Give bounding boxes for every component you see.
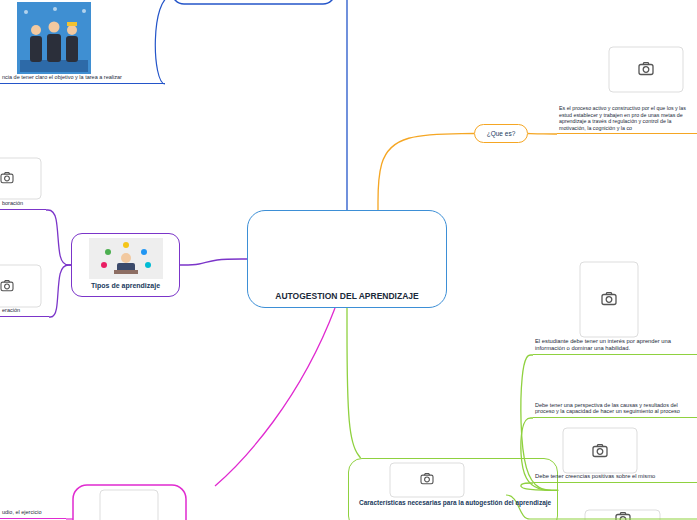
leaf-note: Debe tener una perspectiva de las causas…: [533, 402, 697, 418]
camera-icon: [1, 172, 13, 182]
leaf-note: udio, el ejercicio: [0, 509, 66, 519]
topic-label: Tipos de aprendizaje: [91, 282, 160, 291]
topic-box: Tipos de aprendizaje: [71, 233, 180, 297]
branch-connector: [46, 210, 71, 265]
branch-connector: [521, 355, 558, 490]
topic-box: [172, 0, 335, 4]
leaf-note: ncia de tener claro el objetivo y la tar…: [0, 74, 165, 84]
branch-connector: [521, 418, 558, 490]
image-placeholder: [390, 463, 464, 497]
camera-icon: [639, 63, 653, 75]
topic-label: AUTOGESTION DEL APRENDIZAJE: [275, 291, 418, 301]
image-placeholder: [563, 428, 637, 473]
leaf-note: El estudiante debe tener un interés por …: [533, 338, 697, 355]
branch-line: [215, 308, 335, 486]
branch-connector: [180, 259, 247, 265]
image-placeholder: [580, 262, 638, 337]
image-placeholder: [100, 490, 158, 520]
camera-icon: [593, 445, 607, 457]
image-placeholder: [609, 47, 683, 92]
branch-line: [155, 0, 172, 84]
branch-line: [346, 0, 347, 210]
note-text: ncia de tener claro el objetivo y la tar…: [2, 74, 161, 81]
topic-label: Características necesarias para la autog…: [359, 499, 551, 507]
camera-icon: [602, 293, 616, 305]
branch-line: [506, 495, 697, 519]
learning-illustration: [89, 238, 163, 279]
note-text: eración: [2, 307, 45, 314]
topic-box: [73, 485, 186, 520]
branch-connector: [528, 133, 557, 135]
leaf-note: eración: [0, 307, 49, 317]
topic-box: Características necesarias para la autog…: [348, 458, 558, 520]
branch-line: [66, 518, 73, 519]
people-illustration: [17, 2, 91, 74]
branch-connector: [347, 308, 361, 458]
topic-box: ¿Que es?: [474, 124, 528, 143]
image-placeholder: [0, 265, 41, 307]
central-topic: AUTOGESTION DEL APRENDIZAJE: [247, 210, 447, 308]
leaf-note: Debe tener creencias positivas sobre el …: [533, 473, 697, 483]
topic-label: ¿Que es?: [487, 130, 516, 138]
branch-connector: [378, 134, 474, 211]
branch-connector: [521, 483, 558, 490]
note-text: udio, el ejercicio: [2, 509, 62, 516]
branch-connector: [49, 265, 71, 317]
note-text: boración: [2, 200, 42, 207]
note-text: Debe tener una perspectiva de las causas…: [535, 402, 693, 415]
leaf-note: Es el proceso activo y constructivo por …: [557, 105, 697, 134]
note-text: El estudiante debe tener un interés por …: [535, 338, 693, 352]
note-text: Es el proceso activo y constructivo por …: [559, 105, 693, 131]
camera-icon: [1, 280, 13, 290]
note-text: Debe tener creencias positivas sobre el …: [535, 473, 693, 480]
image-placeholder: [0, 158, 41, 199]
leaf-note: boración: [0, 200, 46, 210]
camera-icon: [421, 473, 433, 483]
